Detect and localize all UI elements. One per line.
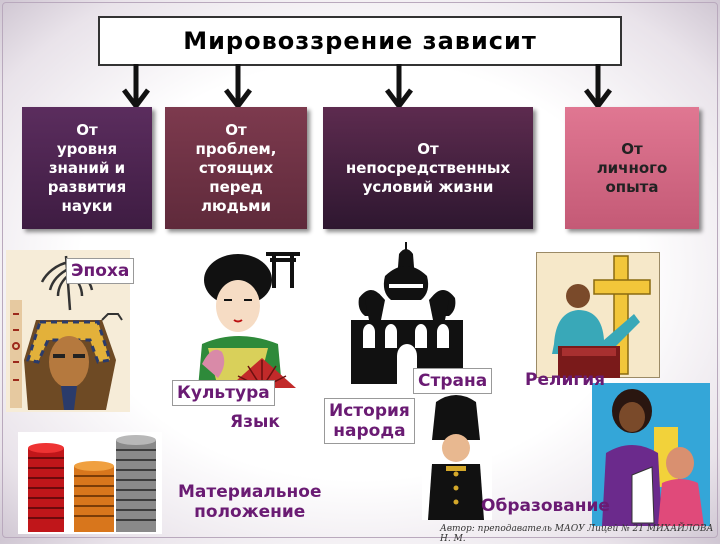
arrow-down-icon xyxy=(385,64,413,110)
box-living-conditions: От непосредственных условий жизни xyxy=(323,107,533,229)
kremlin-cathedral-icon xyxy=(345,240,469,384)
coins-stack-icon xyxy=(18,432,162,534)
diagram-title: Мировоззрение зависит xyxy=(98,16,622,66)
slide-frame xyxy=(2,2,718,538)
label-religion: Религия xyxy=(525,370,606,390)
geisha-culture-icon xyxy=(178,248,302,388)
box-science-level: От уровня знаний и развития науки xyxy=(22,107,152,229)
label-material-status: Материальное положение xyxy=(178,482,322,522)
arrow-down-icon xyxy=(122,64,150,110)
label-history: История народа xyxy=(324,398,415,444)
priest-cross-icon xyxy=(536,252,660,378)
box-personal-experience: От личного опыта xyxy=(565,107,699,229)
arrow-down-icon xyxy=(224,64,252,110)
label-education: Образование xyxy=(481,496,610,516)
author-credit: Автор: преподаватель МАОУ Лицей № 21 МИХ… xyxy=(440,524,714,544)
arrow-down-icon xyxy=(584,64,612,110)
label-language: Язык xyxy=(230,412,280,432)
teacher-student-icon xyxy=(592,383,710,526)
royal-guard-icon xyxy=(422,394,492,520)
box-people-problems: От проблем, стоящих перед людьми xyxy=(165,107,307,229)
label-culture: Культура xyxy=(172,380,275,406)
label-epoch: Эпоха xyxy=(66,258,135,284)
label-country: Страна xyxy=(413,368,493,394)
